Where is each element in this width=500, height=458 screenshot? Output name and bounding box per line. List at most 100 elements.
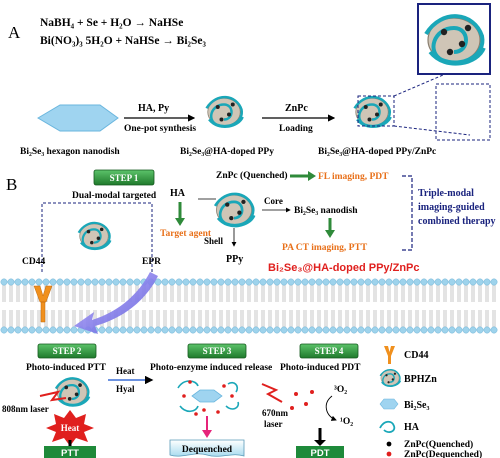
membrane-lipid-head xyxy=(385,278,393,286)
oxygen-conversion-arrow xyxy=(325,395,337,421)
legend-bi2se3-label: Bi₂Se₃ xyxy=(404,400,429,411)
membrane-lipid-head xyxy=(357,326,365,334)
heat-hyal-2: Hyal xyxy=(116,384,135,394)
caption-nanodish: Bi₂Se₃ hexagon nanodish xyxy=(20,147,120,157)
product-name: Bi₂Se₃@HA-doped PPy/ZnPc xyxy=(268,262,420,274)
zoomed-nanoparticle-icon xyxy=(424,14,486,66)
membrane-lipid-head xyxy=(49,326,57,334)
membrane-lipid-head xyxy=(364,278,372,286)
membrane-lipid-head xyxy=(133,278,141,286)
heat-label: Heat xyxy=(61,423,80,433)
arrow2-reagent: ZnPc xyxy=(285,103,308,114)
laser-808-label: 808nm laser xyxy=(2,404,49,414)
panel-a-label: A xyxy=(8,23,21,42)
membrane-lipid-head xyxy=(77,278,85,286)
membrane-lipid-head xyxy=(420,278,428,286)
membrane-lipid-head xyxy=(322,326,330,334)
membrane-lipid-head xyxy=(14,326,22,334)
membrane-lipid-head xyxy=(84,278,92,286)
membrane-lipid-head xyxy=(266,326,274,334)
membrane-lipid-head xyxy=(280,278,288,286)
epr-label: EPR xyxy=(142,257,161,267)
core-label: Core xyxy=(264,196,283,206)
membrane-lipid-head xyxy=(91,278,99,286)
membrane-lipid-head xyxy=(350,326,358,334)
inset-dashed-box xyxy=(435,83,491,141)
membrane-lipid-head xyxy=(322,278,330,286)
membrane-lipid-head xyxy=(70,278,78,286)
membrane-lipid-head xyxy=(49,278,57,286)
membrane-lipid-head xyxy=(133,326,141,334)
pact-label: PA CT imaging, PTT xyxy=(282,243,368,253)
dual-modal-label: Dual-modal targeted xyxy=(72,191,157,201)
legend-quenched-label: ZnPc(Quenched) xyxy=(404,439,473,450)
membrane-lipid-head xyxy=(28,326,36,334)
membrane-lipid-head xyxy=(154,326,162,334)
membrane-lipid-head xyxy=(196,326,204,334)
membrane-lipid-head xyxy=(448,326,456,334)
membrane-lipid-head xyxy=(343,326,351,334)
released-dequenched-dots xyxy=(182,380,234,416)
membrane-lipid-head xyxy=(42,278,50,286)
membrane-lipid-head xyxy=(329,278,337,286)
membrane-lipid-head xyxy=(315,326,323,334)
membrane-lipid-head xyxy=(210,278,218,286)
ptt-box xyxy=(44,446,96,458)
zoom-dashed-box xyxy=(357,95,395,127)
caption-ha-ppy-znpc: Bi₂Se₃@HA-doped PPy/ZnPc xyxy=(318,147,436,157)
laser-808-bolt-icon xyxy=(39,390,67,402)
membrane-lipid-head xyxy=(196,278,204,286)
pdt-label: PDT xyxy=(311,448,330,458)
legend-dequenched-dot xyxy=(386,451,392,457)
step1-badge xyxy=(93,169,155,186)
znpc-quenched-label: ZnPc (Quenched) xyxy=(216,170,288,181)
legend-bphzn-label: BPHZn xyxy=(404,374,437,385)
membrane-lipid-head xyxy=(21,326,29,334)
pact-arrow-head xyxy=(325,230,335,238)
membrane-lipid-head xyxy=(70,326,78,334)
membrane-lipid-head xyxy=(0,326,8,334)
membrane-lipid-head xyxy=(126,278,134,286)
membrane-lipid-head xyxy=(378,326,386,334)
membrane-lipid-head xyxy=(245,326,253,334)
membrane-lipid-head xyxy=(154,278,162,286)
membrane-lipid-head xyxy=(63,326,71,334)
triple-modal-bracket xyxy=(402,175,413,251)
membrane-lipid-head xyxy=(28,278,36,286)
membrane-lipid-head xyxy=(231,278,239,286)
membrane-lipid-head xyxy=(385,326,393,334)
dequenched-label: Dequenched xyxy=(182,445,233,455)
step1-label: STEP 1 xyxy=(110,173,139,183)
membrane-lipid-head xyxy=(455,278,463,286)
singlet-oxygen-label: ¹O₂ xyxy=(340,417,353,427)
membrane-lipid-head xyxy=(287,278,295,286)
triplet-oxygen-label: ³O₂ xyxy=(334,385,347,395)
step3-badge xyxy=(187,343,247,359)
membrane-lipid-head xyxy=(259,278,267,286)
membrane-lipid-head xyxy=(406,278,414,286)
membrane-lipid-head xyxy=(301,278,309,286)
arrow1-reagents: HA, Py xyxy=(138,103,169,114)
membrane-lipid-head xyxy=(161,278,169,286)
heat-burst-icon xyxy=(46,410,94,446)
shell-label: Shell xyxy=(204,236,224,246)
membrane-lipid-head xyxy=(294,278,302,286)
laser-670-line1: 670nm xyxy=(262,408,289,418)
legend-quenched-dot xyxy=(386,441,392,447)
membrane-lipid-head xyxy=(63,278,71,286)
membrane-lipid-head xyxy=(413,326,421,334)
step3-desc: Photo-enzyme induced release xyxy=(150,363,272,373)
membrane-lipid-head xyxy=(280,326,288,334)
membrane-lipid-head xyxy=(42,326,50,334)
membrane-lipid-head xyxy=(7,278,15,286)
step4-dequenched-dots xyxy=(290,390,314,410)
membrane-lipid-head xyxy=(469,326,477,334)
membrane-lipid-head xyxy=(112,326,120,334)
membrane-lipid-head xyxy=(371,326,379,334)
ppy-label: PPy xyxy=(226,254,243,265)
membrane-lipid-head xyxy=(350,278,358,286)
membrane-lipid-head xyxy=(434,278,442,286)
membrane-lipid-head xyxy=(420,326,428,334)
membrane-lipid-head xyxy=(371,278,379,286)
